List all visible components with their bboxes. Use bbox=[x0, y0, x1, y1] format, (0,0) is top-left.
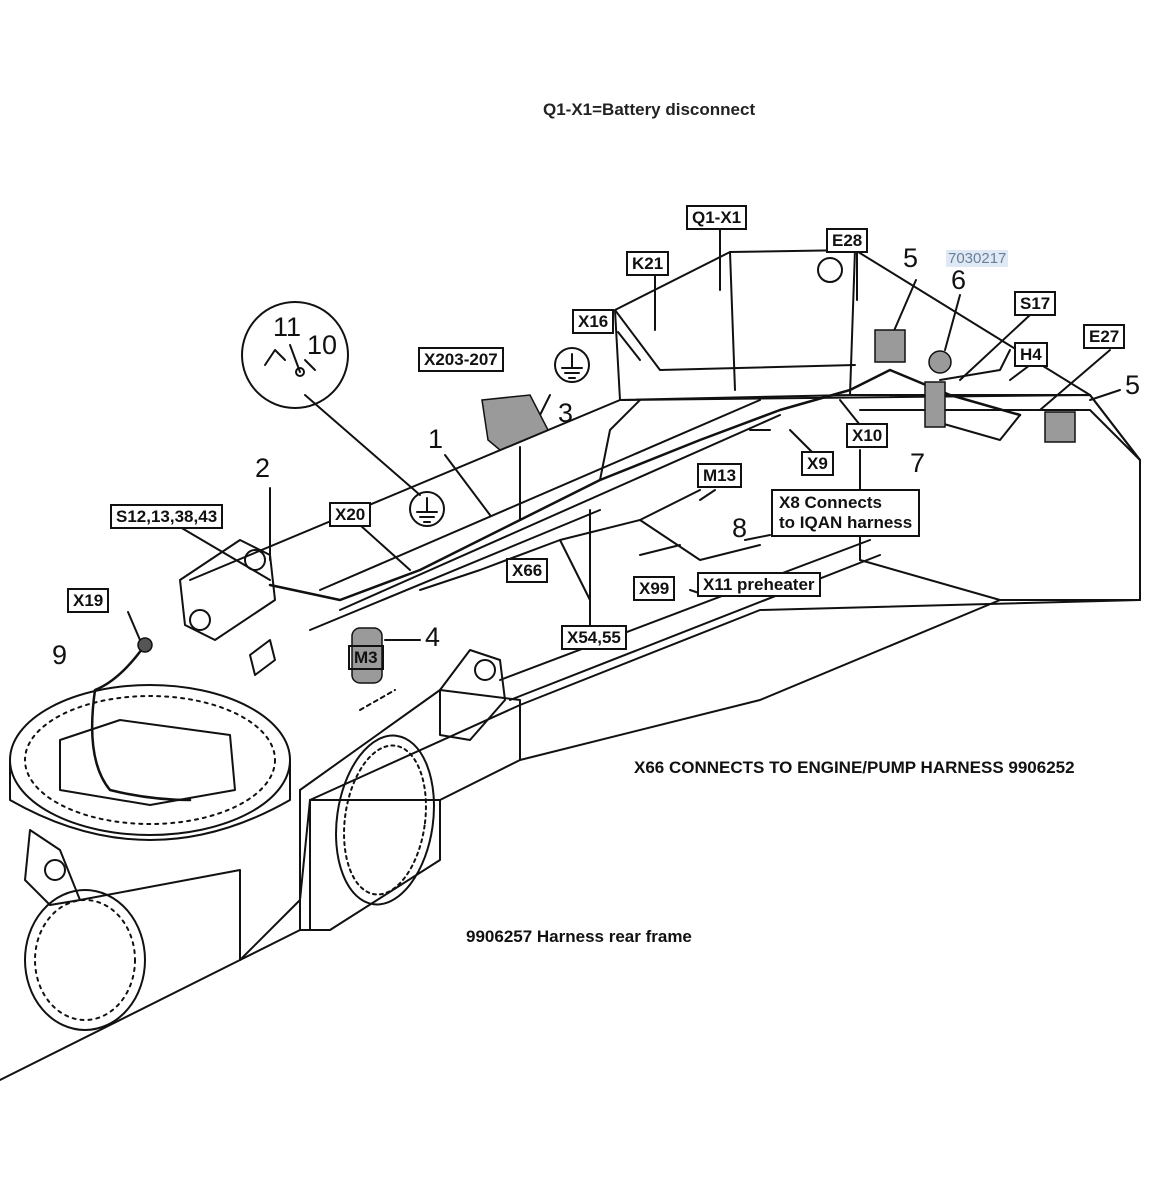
callout-x20: X20 bbox=[329, 502, 372, 527]
callout-x54-55: X54,55 bbox=[561, 625, 627, 650]
item-number-7: 7 bbox=[910, 448, 926, 478]
item-number-10: 10 bbox=[307, 330, 338, 360]
callout-q1x1: Q1-X1 bbox=[686, 205, 748, 230]
callout-x19: X19 bbox=[67, 588, 110, 613]
pivot-lug-left bbox=[179, 539, 276, 641]
callout-e27: E27 bbox=[1083, 324, 1126, 349]
callout-s17: S17 bbox=[1014, 291, 1057, 316]
callout-x66: X66 bbox=[506, 558, 549, 583]
callout-e28: E28 bbox=[826, 228, 869, 253]
harness-title: 9906257 Harness rear frame bbox=[466, 927, 692, 946]
callout-x16: X16 bbox=[572, 309, 615, 334]
item-number-6: 6 bbox=[951, 265, 967, 295]
ground-symbol-left bbox=[409, 491, 445, 527]
callout-x8: X8 Connects to IQAN harness bbox=[771, 489, 921, 537]
pivot-lug-right bbox=[439, 649, 506, 741]
item-number-3: 3 bbox=[558, 398, 574, 428]
harness-main bbox=[268, 368, 1022, 602]
callout-s12-13-38-43: S12,13,38,43 bbox=[110, 504, 224, 529]
callout-x11: X11 preheater bbox=[697, 572, 821, 597]
callout-x9: X9 bbox=[801, 451, 834, 476]
connector-x19 bbox=[137, 637, 153, 653]
main-frame-outline bbox=[189, 394, 1141, 961]
item-number-11: 11 bbox=[273, 312, 302, 342]
harness-rear bbox=[90, 643, 192, 802]
callout-x10: X10 bbox=[846, 423, 889, 448]
item-number-9: 9 bbox=[52, 640, 68, 670]
item-number-8: 8 bbox=[732, 513, 748, 543]
detail-circle bbox=[241, 301, 349, 409]
item-number-5b: 5 bbox=[1125, 370, 1141, 400]
ground-symbol-right bbox=[554, 347, 590, 383]
callout-m13: M13 bbox=[697, 463, 743, 488]
component-3 bbox=[481, 394, 550, 451]
callout-k21: K21 bbox=[626, 251, 670, 276]
document-number: 7030217 bbox=[946, 250, 1009, 267]
callout-x8-line1: X8 Connects bbox=[779, 493, 882, 512]
callout-x99: X99 bbox=[633, 576, 676, 601]
callout-m3: M3 bbox=[348, 645, 384, 670]
header-note: Q1-X1=Battery disconnect bbox=[543, 100, 756, 119]
callout-x203-207: X203-207 bbox=[418, 347, 504, 372]
callout-h4: H4 bbox=[1014, 342, 1048, 367]
callout-x8-line2: to IQAN harness bbox=[779, 513, 913, 532]
component-5a bbox=[874, 329, 906, 363]
lower-ring bbox=[24, 889, 146, 1031]
x66-connection-note: X66 CONNECTS TO ENGINE/PUMP HARNESS 9906… bbox=[634, 758, 1075, 777]
turntable-ring bbox=[9, 684, 291, 836]
component-7 bbox=[924, 381, 946, 428]
rear-opening bbox=[335, 734, 435, 906]
rear-block bbox=[299, 689, 521, 801]
item-number-5a: 5 bbox=[903, 243, 919, 273]
item-number-2: 2 bbox=[255, 453, 271, 483]
item-number-1: 1 bbox=[428, 424, 444, 454]
item-number-4: 4 bbox=[425, 622, 441, 652]
component-5b bbox=[1044, 411, 1076, 443]
component-6 bbox=[928, 350, 952, 374]
